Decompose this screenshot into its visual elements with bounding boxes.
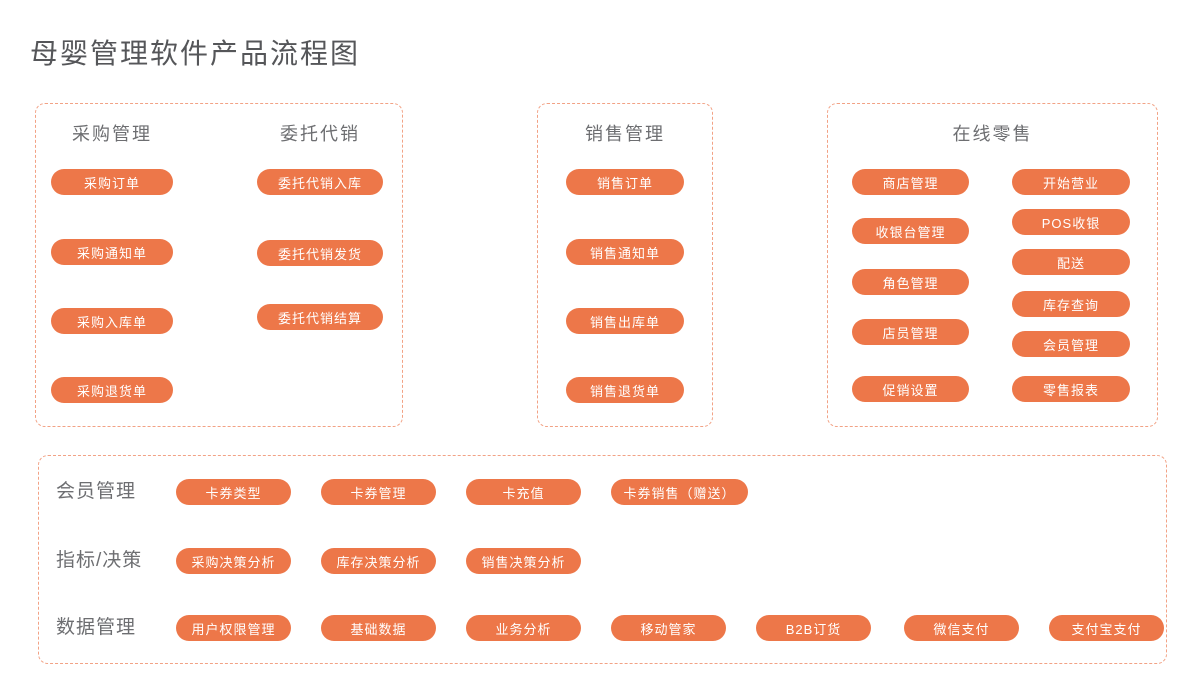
btn-consignment-settlement[interactable]: 委托代销结算 <box>257 304 383 330</box>
column-retail-left: 商店管理 收银台管理 角色管理 店员管理 促销设置 <box>852 104 969 426</box>
heading-sales-management: 销售管理 <box>585 124 665 144</box>
btn-inventory-query[interactable]: 库存查询 <box>1012 291 1130 317</box>
btn-wechat-pay[interactable]: 微信支付 <box>904 615 1019 641</box>
panel-bottom-modules: 会员管理 卡券类型 卡券管理 卡充值 卡券销售（赠送） 指标/决策 采购决策分析… <box>38 455 1167 664</box>
btn-user-permission[interactable]: 用户权限管理 <box>176 615 291 641</box>
row-data-management: 数据管理 用户权限管理 基础数据 业务分析 移动管家 B2B订货 微信支付 支付… <box>39 615 1166 641</box>
btn-purchase-return[interactable]: 采购退货单 <box>51 377 173 403</box>
btn-purchase-inbound[interactable]: 采购入库单 <box>51 308 173 334</box>
page-title: 母婴管理软件产品流程图 <box>30 38 361 69</box>
btn-b2b-ordering[interactable]: B2B订货 <box>756 615 871 641</box>
btn-promotion-settings[interactable]: 促销设置 <box>852 376 969 402</box>
btn-purchase-decision-analysis[interactable]: 采购决策分析 <box>176 548 291 574</box>
btn-purchase-order[interactable]: 采购订单 <box>51 169 173 195</box>
heading-online-retail: 在线零售 <box>952 124 1033 144</box>
row-indicators-decision: 指标/决策 采购决策分析 库存决策分析 销售决策分析 <box>39 548 1166 574</box>
btn-mobile-manager[interactable]: 移动管家 <box>611 615 726 641</box>
btn-basic-data[interactable]: 基础数据 <box>321 615 436 641</box>
btn-inventory-decision-analysis[interactable]: 库存决策分析 <box>321 548 436 574</box>
btn-open-business[interactable]: 开始营业 <box>1012 169 1130 195</box>
btn-sales-notice[interactable]: 销售通知单 <box>566 239 684 265</box>
column-sales: 销售订单 销售通知单 销售出库单 销售退货单 <box>566 104 684 426</box>
btn-consignment-inbound[interactable]: 委托代销入库 <box>257 169 383 195</box>
btn-sales-return[interactable]: 销售退货单 <box>566 377 684 403</box>
panel-procurement-consignment: 采购管理 采购订单 采购通知单 采购入库单 采购退货单 委托代销 委托代销入库 … <box>35 103 403 427</box>
btn-delivery[interactable]: 配送 <box>1012 249 1130 275</box>
btn-card-type[interactable]: 卡券类型 <box>176 479 291 505</box>
btn-sales-order[interactable]: 销售订单 <box>566 169 684 195</box>
btn-clerk-management[interactable]: 店员管理 <box>852 319 969 345</box>
btn-cashier-management[interactable]: 收银台管理 <box>852 218 969 244</box>
btn-store-management[interactable]: 商店管理 <box>852 169 969 195</box>
btn-consignment-shipping[interactable]: 委托代销发货 <box>257 240 383 266</box>
btn-pos-cashier[interactable]: POS收银 <box>1012 209 1130 235</box>
heading-indicators-decision: 指标/决策 <box>56 550 143 571</box>
btn-card-recharge[interactable]: 卡充值 <box>466 479 581 505</box>
btn-alipay-pay[interactable]: 支付宝支付 <box>1049 615 1164 641</box>
btn-role-management[interactable]: 角色管理 <box>852 269 969 295</box>
heading-procurement: 采购管理 <box>72 124 152 144</box>
column-procurement: 采购管理 采购订单 采购通知单 采购入库单 采购退货单 <box>51 104 173 426</box>
panel-online-retail: 在线零售 商店管理 收银台管理 角色管理 店员管理 促销设置 开始营业 POS收… <box>827 103 1158 427</box>
column-consignment: 委托代销 委托代销入库 委托代销发货 委托代销结算 <box>257 104 383 426</box>
heading-consignment: 委托代销 <box>280 124 360 144</box>
btn-purchase-notice[interactable]: 采购通知单 <box>51 239 173 265</box>
btn-member-management[interactable]: 会员管理 <box>1012 331 1130 357</box>
btn-card-management[interactable]: 卡券管理 <box>321 479 436 505</box>
heading-data-management: 数据管理 <box>56 617 137 638</box>
btn-sales-outbound[interactable]: 销售出库单 <box>566 308 684 334</box>
btn-sales-decision-analysis[interactable]: 销售决策分析 <box>466 548 581 574</box>
panel-sales-management: 销售管理 销售订单 销售通知单 销售出库单 销售退货单 <box>537 103 713 427</box>
btn-business-analysis[interactable]: 业务分析 <box>466 615 581 641</box>
heading-member-management: 会员管理 <box>56 481 137 502</box>
btn-card-sales-gift[interactable]: 卡券销售（赠送） <box>611 479 748 505</box>
row-member-management: 会员管理 卡券类型 卡券管理 卡充值 卡券销售（赠送） <box>39 479 1166 505</box>
column-retail-right: 开始营业 POS收银 配送 库存查询 会员管理 零售报表 <box>1012 104 1130 426</box>
btn-retail-report[interactable]: 零售报表 <box>1012 376 1130 402</box>
